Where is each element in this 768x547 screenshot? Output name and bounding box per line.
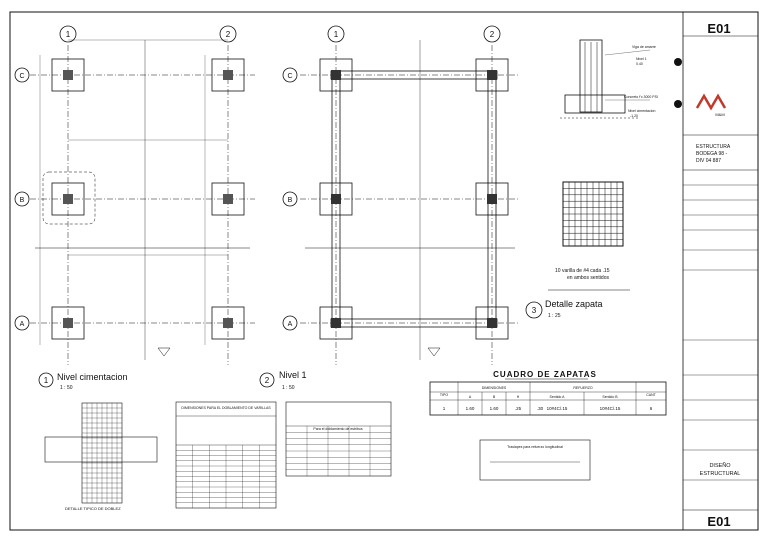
detail-number: 3 [532, 306, 537, 315]
detail-note-1: 10 varilla de #4 cada .15 [555, 268, 610, 274]
grid2-label-b: B [288, 197, 293, 204]
note-box: Traslapes para refuerzo longitudinal [479, 439, 591, 481]
discipline-2: ESTRUCTURAL [700, 471, 741, 477]
plan2-title: Nivel 1 [279, 370, 307, 380]
view-titles: 1 Nivel cimentacion 1 : 50 2 Nivel 1 1 :… [38, 370, 307, 391]
section-label-concrete: Concreto f'c 3000 PSI [624, 95, 658, 99]
plan1-title: Nivel cimentacion [57, 372, 128, 382]
sheet-number-top: E01 [707, 21, 730, 36]
grid-label-b: B [20, 197, 25, 204]
footing-schedule: CUADRO DE ZAPATAS TIPO DIMENSIONES REFUE… [429, 370, 667, 416]
title-block [682, 11, 759, 531]
footing-cell-h: .25 [515, 406, 522, 411]
plan1-scale: 1 : 50 [60, 385, 73, 391]
grid2-label-a: A [288, 321, 293, 328]
anchorage-table: DIMENSIONES PARA EL DOBLAMIENTO DE VARIL… [175, 401, 277, 509]
detail-scale: 1 : 25 [548, 313, 561, 319]
footing-cell-sentido-a: 10#4C/.15 [547, 406, 568, 411]
typical-detail-title: DETALLE TIPICO DE DOBLEZ [65, 506, 121, 511]
footing-group-dimensions: DIMENSIONES [482, 386, 507, 390]
project-name-1: ESTRUCTURA [696, 144, 731, 150]
plan2-scale: 1 : 50 [282, 385, 295, 391]
grid-label-a: A [20, 321, 25, 328]
plan1-number: 1 [44, 376, 49, 385]
logo-mark [695, 93, 727, 111]
grid2-label-2: 2 [490, 30, 495, 39]
footing-header-sentido-a: Sentido A [550, 395, 566, 399]
section-label-elev: 0.40 [636, 62, 643, 66]
section-label-beam: Viga de amarre [632, 45, 656, 49]
footing-section: Viga de amarre Nivel 1 0.40 Concreto f'c… [560, 39, 682, 119]
project-name-3: DIV 04 887 [696, 158, 721, 164]
footing-cell-type: 1 [443, 406, 446, 411]
plan2-number: 2 [265, 376, 270, 385]
hook-caption: Para el doblamiento de estribos [313, 427, 362, 431]
footing-cell-d: .30 [537, 406, 544, 411]
section-label-level1: Nivel 1 [636, 57, 647, 61]
foundation-plan: 1 2 C B A [14, 25, 255, 365]
note-box-title: Traslapes para refuerzo longitudinal [507, 445, 563, 449]
anchorage-title: DIMENSIONES PARA EL DOBLAMIENTO DE VARIL… [181, 406, 271, 410]
footing-cell-b: 1.60 [490, 406, 499, 411]
footing-header-type: TIPO [440, 393, 448, 397]
footing-header-a: A [469, 395, 472, 399]
section-label-foundation: Nivel cimentacion [628, 109, 655, 113]
discipline-1: DISEÑO [709, 462, 731, 469]
grid-label-1: 1 [66, 30, 71, 39]
title-block-content: E01 M&M ESTRUCTURA BODEGA 98 - DIV 04 88… [683, 21, 758, 529]
footing-header-h: H [517, 395, 520, 399]
logo-text: M&M [715, 112, 724, 117]
grid-label-c: C [19, 73, 24, 80]
detail-title: Detalle zapata [545, 299, 603, 309]
footing-header-b: B [493, 395, 496, 399]
footing-group-rebar: REFUERZO [573, 386, 593, 390]
typical-detail: DETALLE TIPICO DE DOBLEZ [44, 402, 158, 511]
footing-plan-detail: 10 varilla de #4 cada .15 en ambos senti… [525, 181, 630, 319]
hook-table: Para el doblamiento de estribos [285, 401, 392, 477]
footing-cell-sentido-b: 10#4C/.15 [600, 406, 621, 411]
detail-note-2: en ambos sentidos [567, 275, 609, 281]
sheet-number-bottom: E01 [707, 514, 730, 529]
grid2-label-c: C [287, 73, 292, 80]
section-label-elev2: -1.20 [630, 114, 638, 118]
grid-label-2: 2 [226, 30, 231, 39]
footing-cell-qty: 6 [650, 406, 653, 411]
footing-header-sentido-b: Sentido B [602, 395, 618, 399]
footing-header-qty: CANT [646, 393, 656, 397]
grid2-label-1: 1 [334, 30, 339, 39]
level1-plan: 1 2 C B A [282, 25, 520, 365]
footing-cell-a: 1.60 [466, 406, 475, 411]
footing-schedule-title: CUADRO DE ZAPATAS [493, 370, 597, 379]
project-name-2: BODEGA 98 - [696, 151, 727, 157]
